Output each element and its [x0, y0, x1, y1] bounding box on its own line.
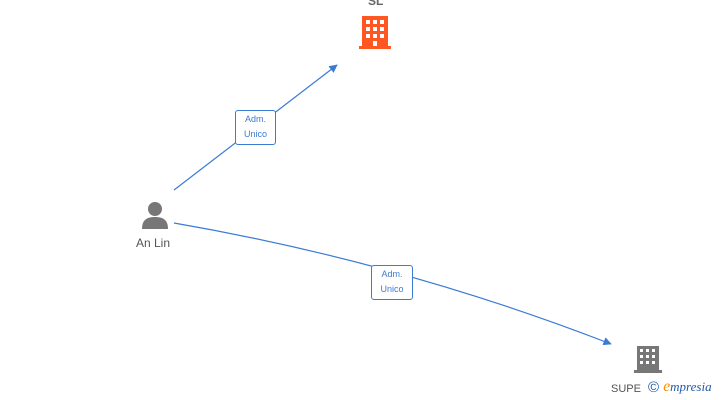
building-icon — [634, 346, 662, 373]
person-node[interactable] — [140, 200, 170, 230]
company-bottom-label: SUPE — [611, 383, 641, 395]
edge-label-top-line2: Unico — [243, 129, 267, 139]
person-icon — [142, 202, 168, 229]
brand-rest: mpresia — [670, 379, 712, 394]
edge-label-bottom-line2: Unico — [380, 284, 404, 294]
person-label: An Lin — [136, 236, 171, 250]
building-icon — [359, 16, 391, 49]
edge-label-top-line1: Adm. — [244, 114, 266, 124]
empresia-watermark: © empresia — [648, 378, 712, 396]
edge-label-top[interactable]: Adm. Unico — [235, 110, 276, 145]
company-top-label: SL — [368, 0, 384, 8]
copyright-icon: © — [648, 378, 660, 396]
edge-label-bottom[interactable]: Adm. Unico — [371, 265, 413, 300]
brand-initial: e — [663, 378, 671, 395]
edge-label-bottom-line1: Adm. — [381, 269, 403, 279]
brand-logo: empresia — [663, 378, 712, 396]
company-node-bottom[interactable] — [634, 344, 662, 376]
company-node-top[interactable] — [358, 14, 392, 50]
